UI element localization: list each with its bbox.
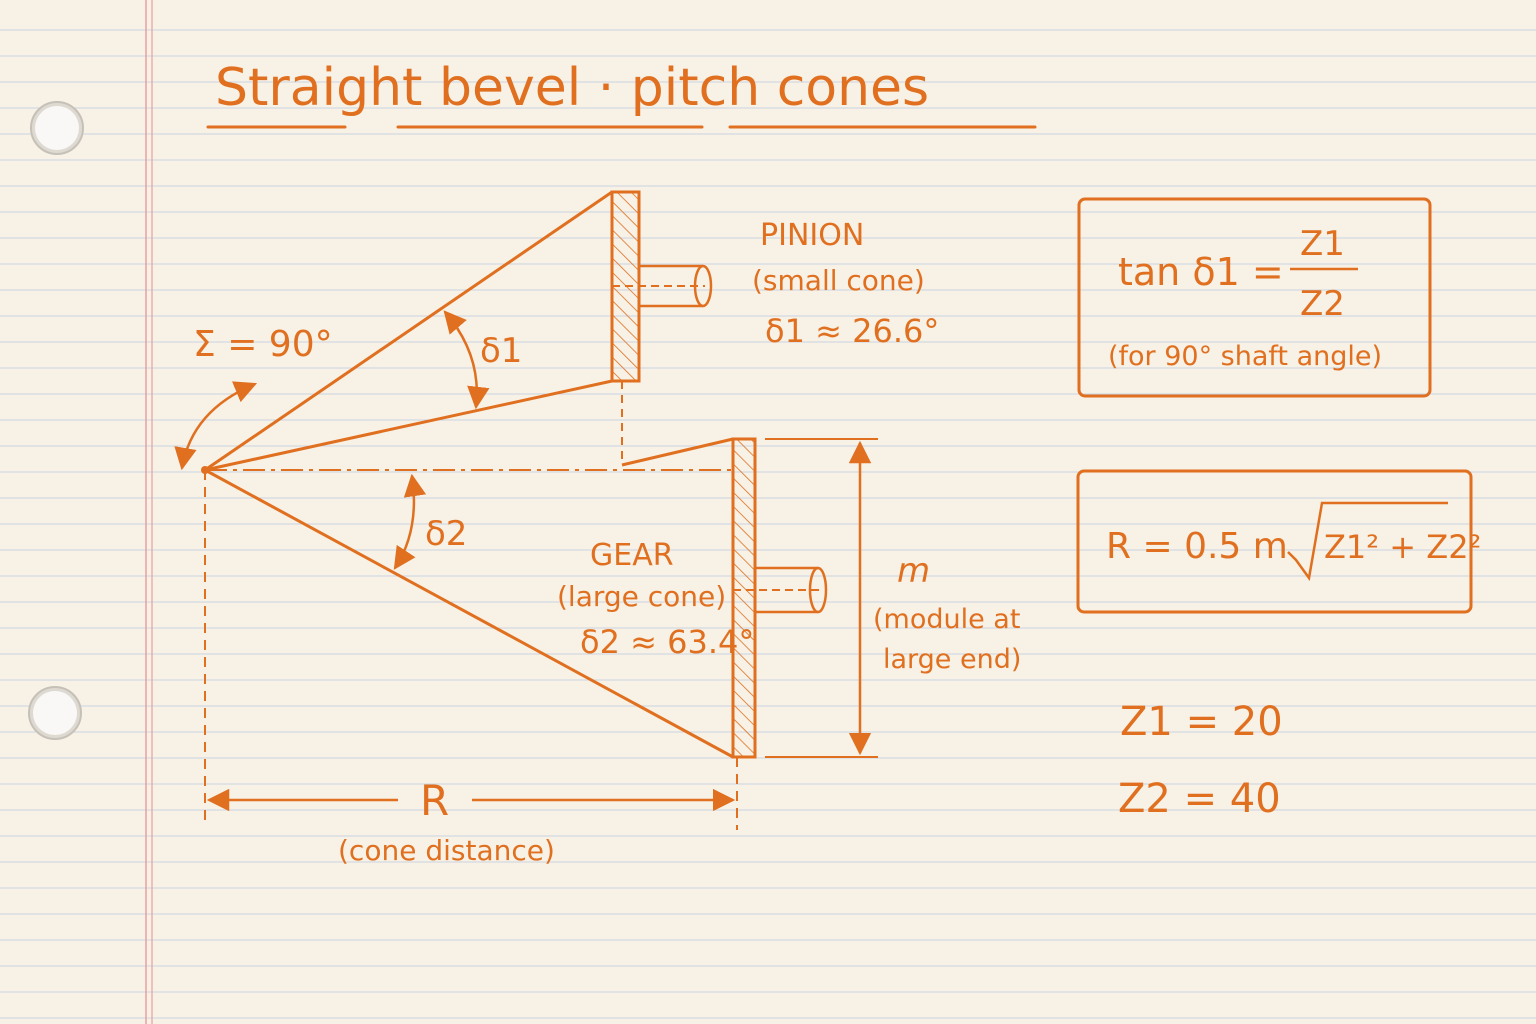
- r-formula-lhs: R = 0.5 m: [1106, 526, 1288, 567]
- tan-formula-note: (for 90° shaft angle): [1108, 341, 1382, 372]
- gear-angle-value: δ2 ≈ 63.4°: [580, 623, 754, 661]
- z2-value: Z2 = 40: [1118, 776, 1281, 822]
- gear-description: (large cone): [557, 580, 726, 613]
- delta1-arc: [443, 310, 490, 410]
- tan-formula-denominator: Z2: [1300, 284, 1345, 324]
- z1-value: Z1 = 20: [1120, 699, 1283, 745]
- cone-distance-symbol: R: [420, 776, 449, 825]
- pinion-angle-value: δ1 ≈ 26.6°: [765, 312, 939, 350]
- pinion-shaft: [612, 264, 713, 308]
- ruled-lines: [0, 29, 1536, 1019]
- pinion-name: PINION: [760, 218, 864, 253]
- gear-shaft: [733, 566, 828, 614]
- tan-formula-box: [1077, 197, 1432, 398]
- pinion-cone: [204, 190, 613, 472]
- square-root-sign: [1287, 501, 1448, 582]
- cone-distance-formula-box: [1076, 469, 1473, 614]
- gear-face-hatch: [731, 437, 757, 759]
- delta2-label: δ2: [425, 514, 467, 554]
- cone-distance-description: (cone distance): [338, 834, 555, 867]
- gear-cone: [204, 437, 734, 759]
- gear-name: GEAR: [590, 538, 674, 573]
- shaft-angle-arc: [174, 381, 258, 471]
- pinion-description: (small cone): [752, 264, 925, 297]
- page-title: Straight bevel · pitch cones: [215, 58, 929, 118]
- tan-formula-lhs: tan δ1 =: [1118, 250, 1284, 294]
- module-description-line2: large end): [883, 644, 1021, 675]
- module-description-line1: (module at: [873, 604, 1020, 635]
- delta2-arc: [393, 473, 427, 570]
- module-symbol: m: [897, 551, 930, 591]
- shaft-angle-label: Σ = 90°: [193, 324, 333, 365]
- delta1-label: δ1: [480, 331, 522, 371]
- r-formula-radicand: Z1² + Z2²: [1324, 528, 1481, 566]
- tan-formula-numerator: Z1: [1300, 224, 1345, 264]
